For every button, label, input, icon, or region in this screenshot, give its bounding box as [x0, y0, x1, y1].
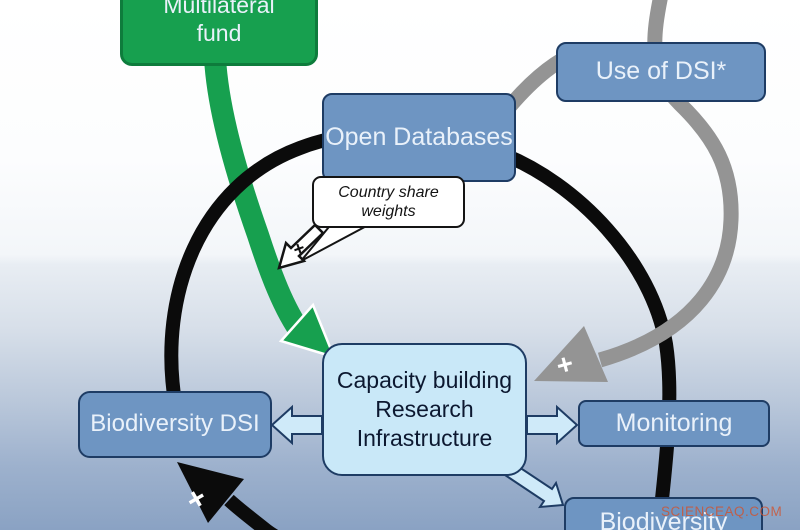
node-monitoring: Monitoring — [578, 400, 770, 447]
scale-label-global: Global — [0, 0, 6, 102]
node-label: Monitoring — [615, 408, 733, 437]
callout-text: Country share — [338, 184, 439, 201]
node-label: Multilateral — [163, 0, 275, 19]
node-capacity-building: Capacity building Research Infrastructur… — [322, 343, 527, 476]
connector-to-monitoring — [526, 404, 579, 446]
node-label: fund — [196, 19, 242, 46]
node-use-of-dsi: Use of DSI* — [556, 42, 766, 102]
connector-to-biodiversity-dsi — [270, 404, 323, 446]
scale-label-national: National — [0, 401, 8, 530]
callout-text: weights — [361, 203, 416, 220]
watermark: SCIENCEAQ.COM — [661, 504, 783, 519]
node-label: Open Databases — [325, 122, 513, 151]
node-open-databases: Open Databases — [322, 93, 516, 182]
multilateral-fund-arrow — [204, 57, 337, 359]
node-multilateral-fund: Multilateral fund — [120, 0, 318, 66]
dsi-use-plus-sign: + — [553, 347, 577, 381]
country-share-pointer: + — [277, 221, 375, 270]
loop-arrowhead — [177, 462, 244, 523]
node-label: Capacity building — [336, 367, 513, 393]
node-biodiversity-dsi: Biodiversity DSI — [78, 391, 272, 458]
node-label: Biodiversity — [599, 508, 728, 530]
node-biodiversity: Biodiversity — [564, 497, 763, 530]
dsi-use-arrowhead — [534, 326, 608, 382]
node-label: Biodiversity DSI — [90, 410, 260, 438]
node-label: Use of DSI* — [595, 57, 727, 86]
node-label: Infrastructure — [356, 425, 493, 451]
weights-arrow — [277, 223, 325, 270]
node-label: Research — [375, 396, 474, 422]
callout-country-share-weights: Country share weights — [312, 176, 465, 228]
